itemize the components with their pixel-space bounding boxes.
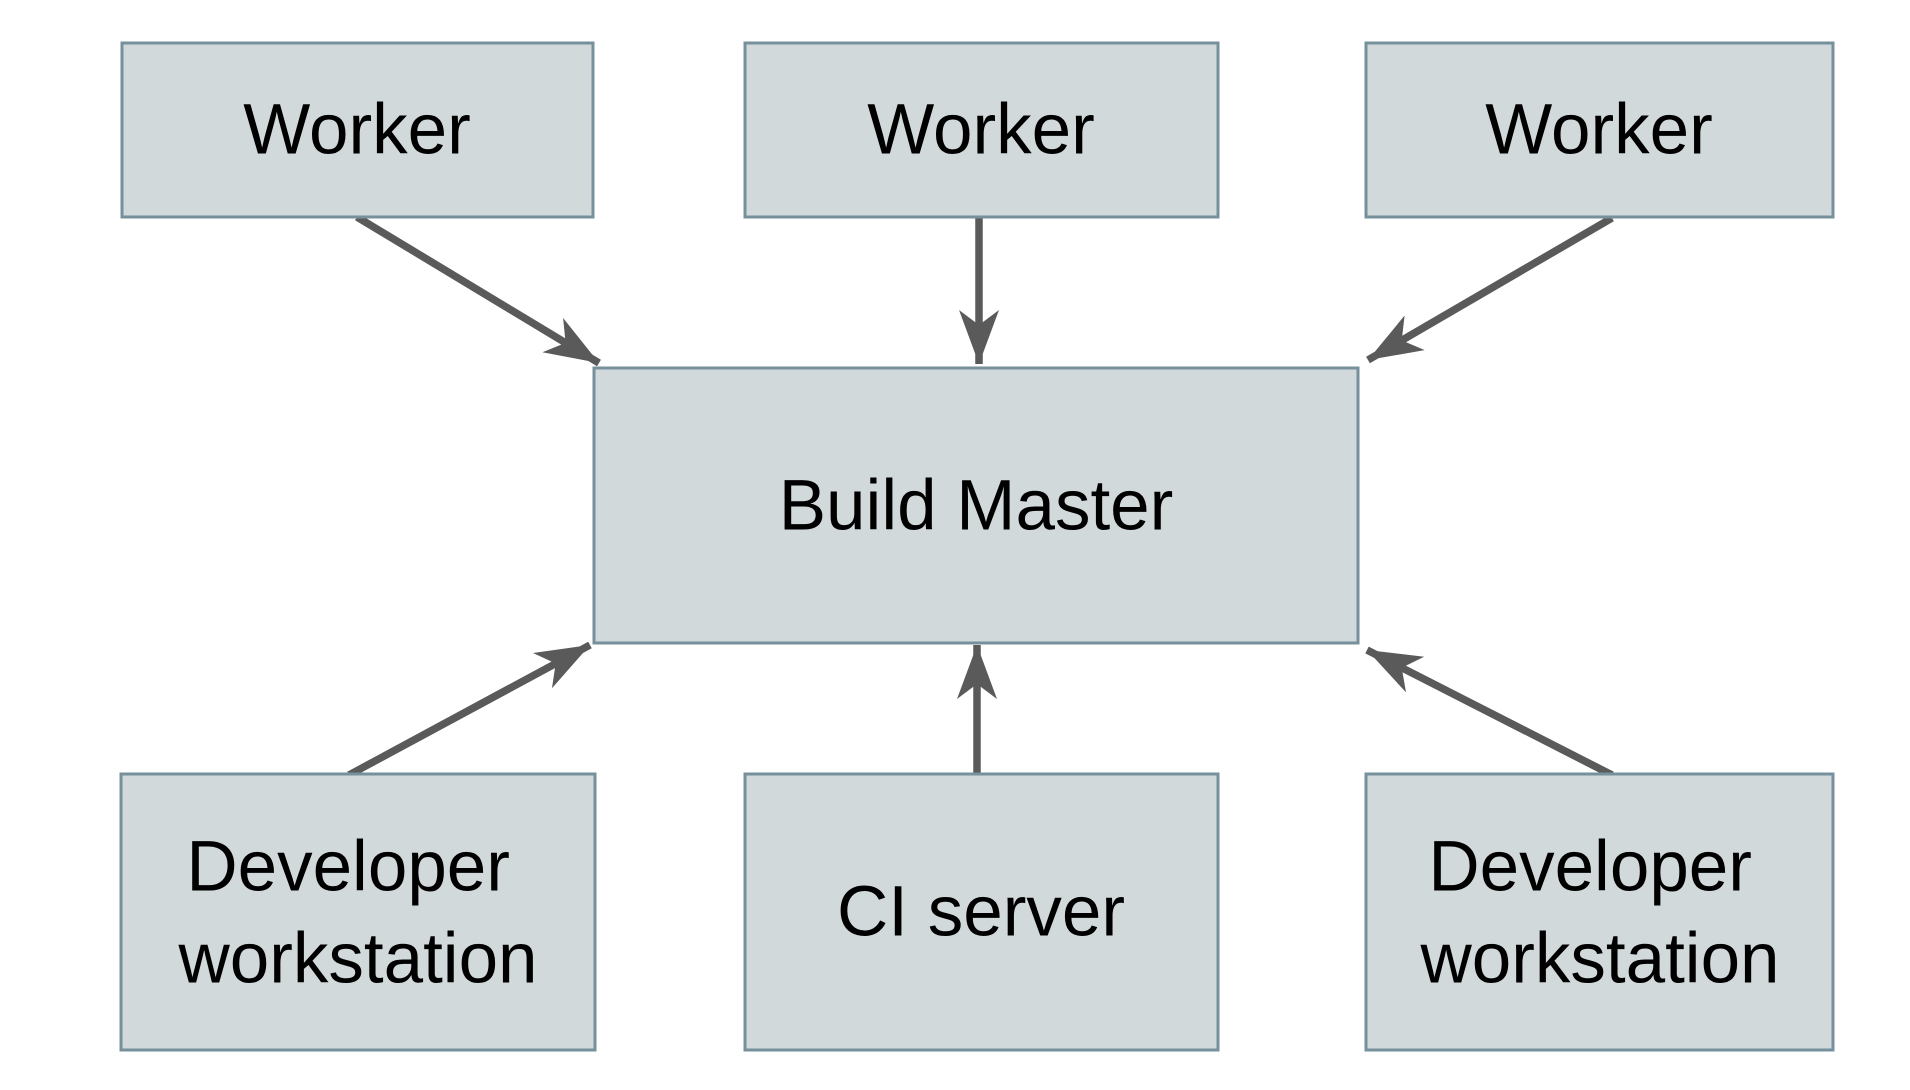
node-worker-1: Worker (120, 41, 595, 219)
node-developer-workstation-1-label-line2: workstation (177, 920, 537, 999)
node-worker-2: Worker (743, 41, 1220, 219)
node-build-master-label: Build Master (779, 467, 1174, 546)
node-worker-1-label: Worker (243, 91, 471, 170)
nodes-layer: Worker Worker Worker Build Master Develo… (119, 41, 1835, 1052)
node-developer-workstation-1-label: Developer workstation (177, 804, 537, 999)
node-developer-workstation-2-label-line1: Developer (1428, 828, 1752, 907)
node-worker-3-box (1364, 41, 1835, 219)
node-build-master-box (592, 366, 1360, 645)
node-ci-server-box (743, 772, 1220, 1052)
node-build-master: Build Master (592, 366, 1360, 645)
node-developer-workstation-2-label: Developer workstation (1419, 804, 1779, 999)
node-developer-workstation-2-label-line2: workstation (1419, 920, 1779, 999)
edge-worker-3-to-build-master (1366, 214, 1614, 364)
node-worker-3-label: Worker (1485, 91, 1713, 170)
node-ci-server: CI server (743, 772, 1220, 1052)
node-worker-1-box (120, 41, 595, 219)
node-developer-workstation-1: Developer workstation (119, 772, 597, 1052)
node-developer-workstation-1-label-line1: Developer (186, 828, 510, 907)
node-developer-workstation-1-box (119, 772, 597, 1052)
edge-developer-workstation-2-to-build-master (1365, 646, 1614, 779)
node-worker-3: Worker (1364, 41, 1835, 219)
node-developer-workstation-2: Developer workstation (1364, 772, 1835, 1052)
edge-developer-workstation-1-to-build-master (347, 641, 592, 779)
node-ci-server-label: CI server (837, 873, 1125, 952)
edges-layer (347, 213, 1614, 779)
node-developer-workstation-2-box (1364, 772, 1835, 1052)
node-worker-2-box (743, 41, 1220, 219)
edge-worker-1-to-build-master (355, 213, 601, 367)
node-worker-2-label: Worker (867, 91, 1095, 170)
